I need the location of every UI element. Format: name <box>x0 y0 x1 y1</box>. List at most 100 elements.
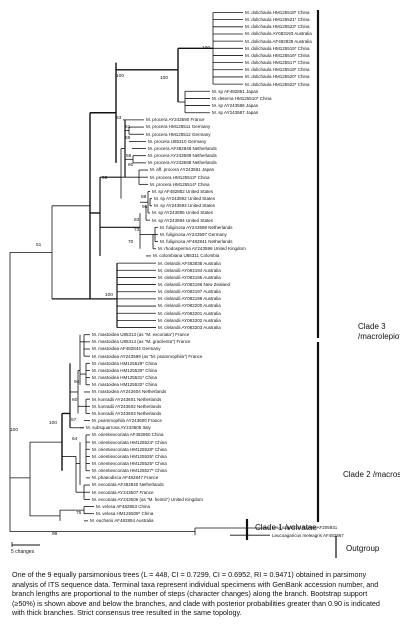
clade-1-subtitle: /volvatae <box>284 523 317 532</box>
taxon-label: M. fuliginosa AY243598 Netherlands <box>160 224 233 230</box>
taxon-label: M. sp AY243586 Japan <box>212 102 259 108</box>
clade-3-label: Clade 3 /macrolepiota <box>358 322 400 342</box>
taxon-label: M. eucharis AF482854 Australia <box>90 518 154 524</box>
bootstrap-value: 98 <box>102 176 108 181</box>
taxon-label: M. excoriata AY243606 (as "M. heimii") U… <box>92 496 203 502</box>
taxon-label: M. dolichaula AY083193 Australia <box>245 31 312 37</box>
taxon-label: Leucoagaricus barssii AF205931 <box>272 525 338 531</box>
taxon-label: M. aff. procera AY243591 Japan <box>150 167 215 173</box>
bootstrap-value: 100 <box>10 428 19 433</box>
taxon-label: M. dolichaula AF482839 Australia <box>245 38 312 44</box>
taxon-label: M. dolichaula HM125522* China <box>245 81 310 87</box>
taxon-label: M. dolichaula HM125517* China <box>245 60 310 66</box>
taxon-label: M. clelandii AY083197 Australia <box>158 289 221 295</box>
taxon-label: M. mastoidea HM125531* China <box>92 375 158 381</box>
taxon-label: M. konradii AY243601 Netherlands <box>92 396 162 402</box>
taxon-label: M. mastoidea U85313 (as "M. excoriata") … <box>92 332 190 338</box>
taxon-label: M. subsquarrosa AY243605 Italy <box>86 425 151 431</box>
taxon-label: M. procera U85310 Germany <box>148 138 207 144</box>
scale-bar-label: 5 changes <box>11 549 35 555</box>
bootstrap-value: 88 <box>141 195 147 200</box>
taxon-label: M. dolichaula HM125518* China <box>245 9 310 15</box>
bootstrap-value: 57 <box>71 418 77 423</box>
taxon-label: M. konradii AY243603 Netherlands <box>92 410 162 416</box>
taxon-label: M. clelandii AY083202 Australia <box>158 317 221 323</box>
taxon-label: M. procera HM125513* China <box>150 174 210 180</box>
clade-1-name: Clade 1 <box>255 523 283 532</box>
taxon-label: M. velosa HM125509* China <box>96 511 154 517</box>
clade-3-subtitle: /macrolepiota <box>358 332 400 341</box>
taxon-label: M. orientiexcoriata HM125527* China <box>92 468 167 474</box>
taxon-label: M. procera AF482848 Netherlands <box>148 145 217 151</box>
taxon-label: M. mastoidea AF482844 Germany <box>92 346 161 352</box>
taxon-label: M. dolichaula HM125523* China <box>245 24 310 30</box>
taxon-label: M. excoriata AY243607 France <box>92 489 154 495</box>
bootstrap-value: 51 <box>36 243 42 248</box>
taxon-label: M. sp AY243595 United States <box>152 210 213 216</box>
taxon-label: M. sp AY243593 United States <box>154 203 215 209</box>
taxon-label: M. dolichaula HM125521* China <box>245 17 310 23</box>
bootstrap-value: 83 <box>134 218 140 223</box>
taxon-label: M. sp AY243594 United States <box>152 217 213 223</box>
taxon-label: M. deterna HM125510* China <box>212 95 272 101</box>
taxon-label: M. orientiexcoriata HM125524* China <box>92 439 167 445</box>
outgroup-label: Outgroup <box>346 544 380 553</box>
taxon-label: M. sp AF482852 United States <box>152 188 214 194</box>
taxon-label: M. orientiexcoriata HM125525* China <box>92 460 167 466</box>
bootstrap-value: 75 <box>76 511 82 516</box>
taxon-label: M. clelandii AF482838 Australia <box>158 260 221 266</box>
clade-2-label: Clade 2 /macrosporae <box>343 470 400 480</box>
taxon-label: M. dolichaula HM125519* China <box>245 67 310 73</box>
taxon-label: M. dolichaula HM125516* China <box>245 52 310 58</box>
taxon-label: M. konradii AY243602 Netherlands <box>92 403 162 409</box>
taxon-label: M. mastoidea AY243604 Netherlands <box>92 389 167 395</box>
taxon-label: M. velosa AF482853 China <box>96 503 151 509</box>
taxon-label: M. sp AY243592 United States <box>154 196 215 202</box>
taxon-label: M. mastoidea HM125529* China <box>92 360 158 366</box>
taxon-label: M. fuliginosa AY243597 Germany <box>160 231 227 237</box>
bootstrap-value: 64 <box>72 437 78 442</box>
taxon-label: M. procera HM125512 Germany <box>146 131 211 137</box>
taxon-label: M. clelandii AY083199 Australia <box>158 296 221 302</box>
taxon-label: M. orientiexcoriata HM125526* China <box>92 453 167 459</box>
taxon-label: M. sp AY243587 Japan <box>212 110 259 116</box>
bootstrap-value: 60 <box>72 398 78 403</box>
taxon-label: M. excoriata AF482840 Netherlands <box>92 482 164 488</box>
taxon-label: M. orientiexcoriata HM125528* China <box>92 446 167 452</box>
taxon-label: M. psammophila AY243600 France <box>92 418 162 424</box>
clade-2-name: Clade 2 <box>343 470 371 479</box>
taxon-label: Leucoagaricus meleagris AF482867 <box>272 532 344 538</box>
taxon-label: M. procera HM125514* China <box>150 181 210 187</box>
taxon-label: M. mastoidea HM125530* China <box>92 367 158 373</box>
taxon-label: M. clelandii AY083196 New Zealand <box>158 281 230 287</box>
taxon-label: M. procera AY243588 Netherlands <box>148 160 217 166</box>
taxon-label: M. dolichaula HM125515* China <box>245 45 310 51</box>
taxon-label: M. clelandii AY083201 Australia <box>158 310 221 316</box>
bootstrap-value: 69 <box>125 136 131 141</box>
bootstrap-value: 56 <box>126 154 132 159</box>
bootstrap-value: 63 <box>116 116 122 121</box>
bootstrap-value: 70 <box>128 240 134 245</box>
bootstrap-value: 94 <box>74 380 80 385</box>
taxon-label: M. mastoidea HM125532* China <box>92 382 158 388</box>
taxon-label: M. clelandii AY083195 Australia <box>158 274 221 280</box>
taxon-label: M. rhodosperma AY243596 United Kingdom <box>158 246 246 252</box>
taxon-label: M. mastoidea U85314 (as "M. gracilenta")… <box>92 339 191 345</box>
taxon-label: M. procera HM125511 Germany <box>146 124 211 130</box>
bootstrap-value: 73 <box>134 228 140 233</box>
bootstrap-value: 100 <box>160 76 169 81</box>
clade-1-label: Clade 1 /volvatae <box>255 523 317 533</box>
taxon-label: M. phaeodisca AF482847 France <box>92 475 159 481</box>
taxon-label: M. procera AY243590 France <box>146 117 205 123</box>
bootstrap-value: 61 <box>125 125 131 130</box>
figure-caption: One of the 9 equally parsimonious trees … <box>12 570 380 618</box>
taxon-label: M. clelandii AY083203 Australia <box>158 324 221 330</box>
taxon-label: M. mastoidea AY243599 (as "M. psammophil… <box>92 353 203 359</box>
taxon-label: M. clelandii AY083200 Australia <box>158 303 221 309</box>
clade-2-subtitle: /macrosporae <box>372 470 400 479</box>
bootstrap-value: 100 <box>202 46 211 51</box>
bootstrap-value: 98 <box>52 532 58 537</box>
bootstrap-value: 80 <box>128 163 134 168</box>
